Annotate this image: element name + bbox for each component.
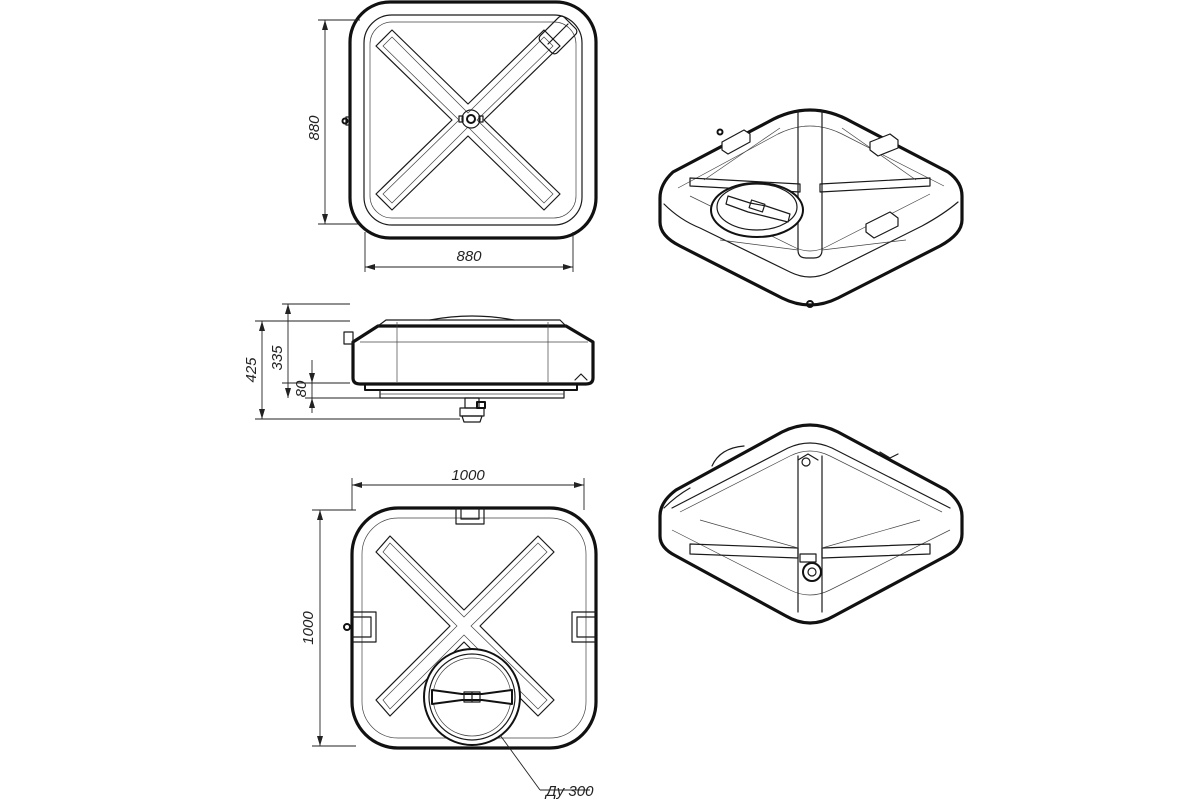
dim-bottom-height: 1000 [300,509,356,747]
dim-label-side-body: 335 [269,345,286,371]
iso-top-view [658,108,964,308]
dim-top-height: 880 [306,19,360,225]
dim-bottom-width: 1000 [351,467,585,510]
top-view [341,0,598,240]
bottom-view: Ду 300 [343,506,598,800]
bottom-view-cross [375,535,555,717]
dim-label-top-height: 880 [306,115,323,141]
iso-top-manhole [710,182,804,238]
bottom-view-manhole [423,648,521,746]
dim-label-bottom-width: 1000 [451,467,485,484]
dim-label-side-total: 425 [243,357,260,383]
iso-bottom-view [658,423,964,625]
dim-top-width: 880 [364,232,574,272]
nozzle-label: Ду 300 [544,783,594,800]
dim-label-bottom-height: 1000 [300,611,317,645]
iso-bottom-outlet [799,553,822,582]
side-view [343,315,595,423]
dim-side: 425 335 80 [243,303,460,420]
dim-label-top-width: 880 [456,248,482,265]
dim-label-side-base: 80 [293,380,310,397]
